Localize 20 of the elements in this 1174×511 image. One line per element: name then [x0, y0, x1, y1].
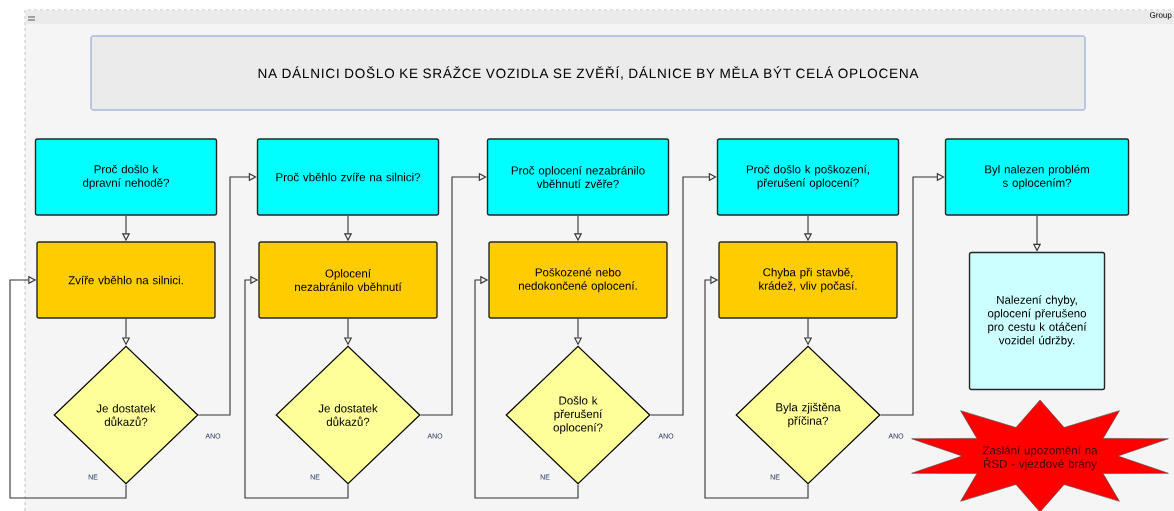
arrow: [198, 172, 257, 416]
process-box: Proč vběhlo zvíře na silnici?: [256, 138, 440, 216]
arrow: [880, 172, 945, 416]
process-box: Byl nalezen problém s oplocením?: [944, 138, 1130, 216]
process-box: Nalezení chyby, oplocení přerušeno pro cestu k otáčení vozidel údržby.: [968, 251, 1106, 391]
process-box: Proč došlo k dpravní nehodě?: [34, 138, 218, 216]
process-box: Oplocení nezabránilo vběhnutí: [258, 241, 438, 319]
process-box: Chyba při stavbě, krádež, vliv počasí.: [718, 241, 898, 319]
arrow: [704, 275, 809, 499]
arrow: [650, 172, 717, 416]
process-box: Proč došlo k poškození, přerušení oplocení?: [716, 138, 900, 216]
title-box: NA DÁLNICI DOŠLO KE SRÁŽCE VOZIDLA SE ZVĚŘÍ, DÁLNICE BY MĚLA BÝT CELÁ OPLOCENA: [90, 35, 1086, 111]
arrow: [474, 275, 579, 499]
arrow: [9, 275, 127, 499]
process-box: Poškozené nebo nedokončené oplocení.: [488, 241, 668, 319]
process-box: Proč oplocení nezabránilo vběhnutí zvěře?: [486, 138, 670, 216]
arrow: [244, 275, 349, 499]
process-box: Zvíře vběhlo na silnici.: [36, 241, 216, 319]
header-label: Group: [1150, 12, 1172, 20]
arrow: [420, 172, 487, 416]
